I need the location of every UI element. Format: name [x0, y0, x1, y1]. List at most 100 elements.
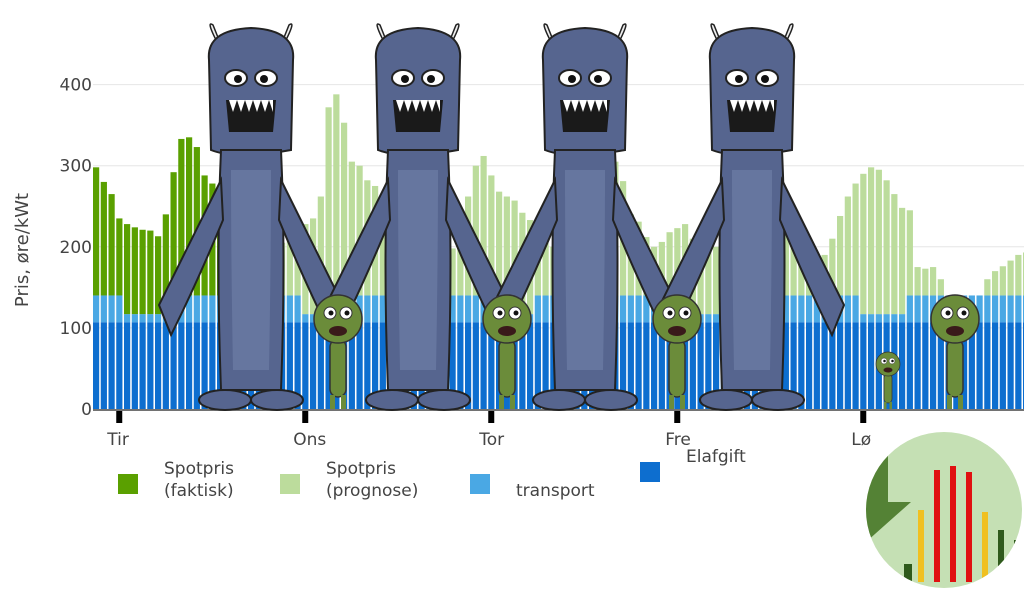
goblin-pupil	[961, 310, 967, 316]
green-goblin-icon	[930, 294, 980, 409]
bar-elafgift	[705, 322, 712, 409]
bar-spot-forecast	[992, 271, 999, 296]
bar-elafgift	[139, 322, 146, 409]
monster-foot	[365, 389, 419, 411]
bar-elafgift	[968, 322, 975, 409]
bar-transport	[310, 314, 317, 323]
bar-elafgift	[449, 322, 456, 409]
bar-elafgift	[193, 322, 200, 409]
bar-elafgift	[829, 322, 836, 409]
monster-belly	[398, 170, 438, 370]
bar-elafgift	[356, 322, 363, 409]
goblin-leg	[889, 402, 892, 409]
x-tick-mark	[302, 411, 309, 423]
bar-elafgift	[310, 322, 317, 409]
legend-swatch-spot-actual	[118, 474, 138, 494]
bar-stack	[124, 224, 131, 409]
goblin-pupil	[328, 310, 334, 316]
bar-transport	[480, 295, 487, 323]
goblin-head	[652, 294, 702, 344]
bar-transport	[131, 314, 138, 323]
bar-transport	[844, 295, 851, 323]
legend-item-spot-forecast[interactable]: Spotpris (prognose)	[280, 458, 418, 502]
goblin-leg	[499, 395, 504, 409]
bar-stack	[860, 173, 867, 409]
legend-item-transport[interactable]: transport	[470, 458, 595, 502]
bar-elafgift	[325, 322, 332, 409]
bar-transport	[922, 295, 929, 323]
legend-label: Spotpris (faktisk)	[164, 459, 235, 501]
x-tick-label: Ons	[293, 430, 326, 450]
bar-transport	[976, 295, 983, 323]
blue-monster-icon	[491, 23, 679, 411]
bar-elafgift	[922, 322, 929, 409]
monster-pupil	[401, 75, 409, 83]
bar-spot-actual	[193, 147, 200, 296]
bar-spot-forecast	[503, 196, 510, 315]
bar-spot-forecast	[860, 173, 867, 315]
bar-transport	[813, 295, 820, 323]
bar-spot-actual	[139, 229, 146, 315]
bar-elafgift	[992, 322, 999, 409]
bar-stack	[480, 155, 487, 409]
bar-spot-forecast	[899, 207, 906, 315]
bar-elafgift	[782, 322, 789, 409]
x-tick-mark	[860, 411, 867, 423]
bar-stack	[472, 165, 479, 409]
bar-stack	[131, 227, 138, 409]
bar-transport	[542, 295, 549, 323]
legend-swatch-spot-forecast	[280, 474, 300, 494]
goblin-mouth	[329, 326, 347, 336]
bar-elafgift	[542, 322, 549, 409]
monster-teeth	[396, 100, 440, 112]
bar-spot-forecast	[356, 165, 363, 296]
goblin-body	[329, 338, 347, 398]
monster-belly	[565, 170, 605, 370]
bar-spot-actual	[170, 172, 177, 296]
goblin-head	[930, 294, 980, 344]
bar-spot-forecast	[868, 167, 875, 315]
logo-bar	[966, 472, 972, 582]
bar-elafgift	[837, 322, 844, 409]
bar-stack	[93, 167, 100, 409]
bar-elafgift	[620, 322, 627, 409]
bar-spot-forecast	[984, 279, 991, 296]
bar-spot-actual	[147, 230, 154, 315]
bar-elafgift	[472, 322, 479, 409]
bar-spot-forecast	[472, 165, 479, 296]
bar-spot-forecast	[875, 169, 882, 315]
bar-stack	[449, 248, 456, 409]
bar-elafgift	[534, 322, 541, 409]
goblin-pupil	[945, 310, 951, 316]
bar-elafgift	[852, 322, 859, 409]
bar-spot-forecast	[930, 267, 937, 296]
legend-item-elafgift[interactable]: Elafgift	[640, 446, 746, 482]
bar-transport	[782, 295, 789, 323]
bar-stack	[922, 268, 929, 409]
goblin-pupil	[883, 359, 886, 363]
bar-transport	[124, 314, 131, 323]
bar-transport	[449, 295, 456, 323]
bar-transport	[465, 295, 472, 323]
bar-elafgift	[658, 322, 665, 409]
goblin-leg	[341, 395, 346, 409]
monster-head	[374, 26, 462, 156]
bar-spot-forecast	[852, 183, 859, 296]
blue-monster-icon	[658, 23, 846, 411]
bar-elafgift	[627, 322, 634, 409]
bar-transport	[472, 295, 479, 323]
bar-spot-forecast	[837, 215, 844, 296]
bar-elafgift	[689, 322, 696, 409]
bar-elafgift	[899, 322, 906, 409]
bar-elafgift	[162, 322, 169, 409]
bar-transport	[286, 295, 293, 323]
bar-transport	[302, 314, 309, 323]
bar-elafgift	[286, 322, 293, 409]
bar-elafgift	[984, 322, 991, 409]
bar-stack	[100, 181, 107, 409]
logo-bar	[1014, 540, 1020, 582]
bar-spot-forecast	[1015, 254, 1022, 296]
legend-item-spot-actual[interactable]: Spotpris (faktisk)	[118, 458, 234, 502]
bar-elafgift	[93, 322, 100, 409]
goblin-mouth	[498, 326, 516, 336]
